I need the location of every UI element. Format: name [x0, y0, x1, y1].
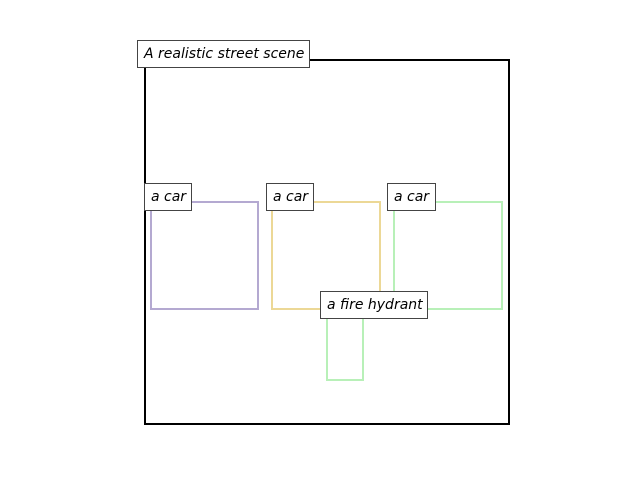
scene-frame [144, 59, 510, 425]
fire-hydrant-label: a fire hydrant [320, 291, 428, 319]
car-bounding-box [150, 201, 259, 310]
fire-hydrant-bounding-box [326, 310, 364, 381]
car-label: a car [266, 183, 314, 211]
car-label: a car [144, 183, 192, 211]
car-bounding-box [393, 201, 503, 310]
car-label: a car [387, 183, 436, 211]
scene-title-label: A realistic street scene [137, 40, 310, 68]
